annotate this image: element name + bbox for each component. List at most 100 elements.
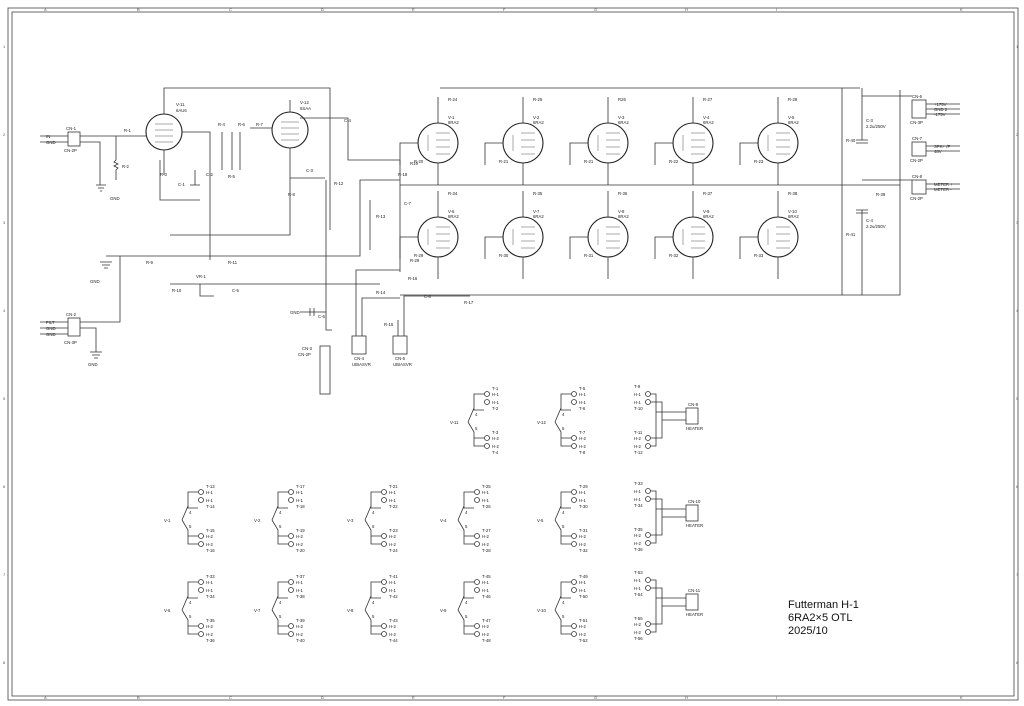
heater-connector-h1: H-1 xyxy=(634,400,642,405)
output-tube-leads xyxy=(654,191,694,279)
heater-terminal xyxy=(381,497,387,503)
c2-label: C-2 xyxy=(206,172,214,177)
output-tube-name: V-2 xyxy=(533,115,540,120)
heater-connectors: CN-9HEATERT-9H-1H-1T-10T-11H-2H-2T-12CN-… xyxy=(634,384,703,641)
heater-connector-terminal xyxy=(645,488,651,494)
grid-col-bottom-F: F xyxy=(503,695,506,700)
heater-connector-body xyxy=(685,504,699,522)
grid-row-right-4: 4 xyxy=(1016,308,1019,313)
heater-h1-label: H-1 xyxy=(482,588,490,593)
heater-terminal xyxy=(484,391,490,397)
output-tube-bias-resistor: R-21 xyxy=(499,159,509,164)
heater-pin-4: 4 xyxy=(189,510,192,515)
heater-connector-terminal xyxy=(645,435,651,441)
heater-t-label: T-1 xyxy=(492,386,499,391)
heater-h1-label: H-1 xyxy=(482,490,490,495)
heater-terminal xyxy=(571,533,577,539)
grid-row-left-6: 6 xyxy=(3,484,6,489)
cn1-name: CN-1 xyxy=(66,126,77,131)
output-tube-electrodes xyxy=(512,226,535,249)
output-tube-type: 6RA2 xyxy=(618,120,629,125)
output-tube-type: 6RA2 xyxy=(533,214,544,219)
heater-group-tube-name: V-9 xyxy=(440,608,447,613)
heater-terminal xyxy=(198,623,204,629)
heater-connector-t: T-33 xyxy=(634,481,643,486)
heater-t-label: T-37 xyxy=(296,574,305,579)
title-block: Futterman H-1 6RA2×5 OTL 2025/10 xyxy=(788,599,859,637)
cn2-name: CN-2 xyxy=(66,312,77,317)
heater-pin-4: 4 xyxy=(562,600,565,605)
grid-col-top-A: A xyxy=(44,7,47,12)
output-tube-type: 6RA2 xyxy=(788,214,799,219)
heater-h1-label: H-1 xyxy=(492,400,500,405)
heater-terminal xyxy=(571,435,577,441)
r29-label: R-29 xyxy=(410,258,420,263)
heater-pin-5: 5 xyxy=(475,426,478,431)
heater-h2-label: H-2 xyxy=(389,534,397,539)
heater-terminal xyxy=(571,631,577,637)
output-tube-envelope xyxy=(672,122,714,164)
output-tube-name: V-6 xyxy=(448,209,455,214)
r3-label: R-3 xyxy=(160,172,168,177)
title-line-2: 6RA2×5 OTL xyxy=(788,612,853,624)
heater-h1-label: H-1 xyxy=(492,392,500,397)
heater-h2-label: H-2 xyxy=(492,444,500,449)
heater-connector-terminal xyxy=(645,399,651,405)
output-tube-name: V-4 xyxy=(703,115,710,120)
heater-group-wires xyxy=(554,393,571,447)
gnd-label-2: GND xyxy=(90,279,100,284)
cn6-pin-3: -175V xyxy=(934,112,946,117)
c3-label: C-3 xyxy=(306,168,314,173)
output-tube-type: 6RA2 xyxy=(703,214,714,219)
heater-h2-label: H-2 xyxy=(579,632,587,637)
heater-connector-terminal xyxy=(645,532,651,538)
heater-pin-4: 4 xyxy=(189,600,192,605)
r14-label: R-14 xyxy=(376,290,386,295)
heater-connector-label: HEATER xyxy=(686,426,703,431)
grid-row-left-7: 7 xyxy=(3,572,6,577)
heater-h2-label: H-2 xyxy=(482,534,490,539)
heater-connector-h1: H-1 xyxy=(634,489,642,494)
heater-terminal xyxy=(381,579,387,585)
cn2-type: CN-3P xyxy=(64,340,77,345)
output-tube-electrodes xyxy=(597,226,620,249)
heater-connector-terminal xyxy=(645,540,651,546)
heater-t-label: T-20 xyxy=(296,548,305,553)
output-tube-leads xyxy=(739,191,779,279)
heater-terminal xyxy=(474,489,480,495)
heater-connector-h2: H-2 xyxy=(634,622,642,627)
heater-group-wires xyxy=(271,491,288,545)
heater-connector-h1: H-1 xyxy=(634,586,642,591)
heater-pin-4: 4 xyxy=(465,510,468,515)
output-tube-electrodes xyxy=(427,226,450,249)
heater-t-label: T-23 xyxy=(389,528,398,533)
heater-h1-label: H-1 xyxy=(389,498,397,503)
heater-t-label: T-47 xyxy=(482,618,491,623)
heater-terminal xyxy=(474,541,480,547)
heater-h2-label: H-2 xyxy=(296,632,304,637)
output-tube-envelope xyxy=(587,122,629,164)
cn4-name: CN-4 xyxy=(354,356,365,361)
grid-col-bottom-G: G xyxy=(594,695,597,700)
heater-h1-label: H-1 xyxy=(389,588,397,593)
r11-label: R-11 xyxy=(228,260,238,265)
heater-terminal xyxy=(381,587,387,593)
heater-terminal xyxy=(474,579,480,585)
heater-connector-wires xyxy=(651,490,686,544)
cn7-pin-1: SPK+ /P xyxy=(934,144,950,149)
output-tube-type: 6RA2 xyxy=(448,120,459,125)
heater-t-label: T-32 xyxy=(579,548,588,553)
grid-col-top-I: I xyxy=(776,7,777,12)
output-tube-leads xyxy=(654,97,694,185)
heater-terminal xyxy=(571,623,577,629)
heater-pin-5: 5 xyxy=(372,524,375,529)
heater-terminal xyxy=(288,533,294,539)
output-tube-plate-resistor: R-38 xyxy=(788,191,798,196)
heater-group-wires xyxy=(271,581,288,635)
input-section: CN-1 CN-2P IN GND R-1 R-2 GND V-11 6AU6 … xyxy=(40,87,474,395)
heater-pin-4: 4 xyxy=(372,600,375,605)
gnd-label-3: GND xyxy=(290,310,300,315)
